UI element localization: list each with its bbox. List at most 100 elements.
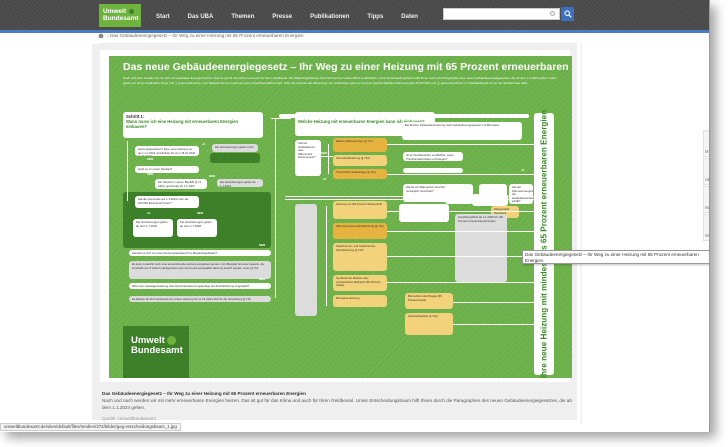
decision-tree-poster[interactable]: Das neue Gebäudeenergiegesetz – Ihr Weg …	[109, 56, 572, 378]
connector	[387, 211, 534, 212]
no-label: NEIN	[321, 152, 328, 155]
side-tab[interactable]: M	[703, 130, 709, 157]
no-label: NEIN	[259, 244, 266, 247]
info-box	[295, 204, 317, 316]
breadcrumb-current: Das Gebäudeenergiegesetz – Ihr Weg zu ei…	[110, 33, 304, 38]
connector	[453, 324, 534, 325]
nav-accent-line	[0, 30, 709, 33]
connector	[328, 144, 329, 174]
nav-das-uba[interactable]: Das UBA	[187, 14, 214, 20]
connector	[285, 196, 535, 197]
image-tooltip: Das Gebäudeenergiegesetz – Ihr Weg zu ei…	[522, 250, 709, 264]
breadcrumb-separator: ›	[107, 33, 109, 38]
decision-box: Hat die Gemeinde am 1.1.2024 mehr als 10…	[135, 196, 199, 208]
logo-mark-icon	[128, 8, 134, 14]
breadcrumb: › Das Gebäudeenergiegesetz – Ihr Weg zu …	[98, 31, 578, 41]
option-box: Stromdirektheizung (§ 71d)	[333, 155, 387, 166]
image-frame[interactable]: Das neue Gebäudeenergiegesetz – Ihr Weg …	[100, 50, 572, 382]
connector	[387, 282, 534, 283]
vertical-banner-text: Ihre neue Heizung mit mindestens 65 Proz…	[539, 109, 549, 378]
connector	[387, 144, 534, 145]
poster-logo-line2: Bundesamt	[131, 345, 183, 357]
side-tab[interactable]: Wa	[703, 214, 709, 241]
decision-box	[399, 204, 449, 222]
poster-logo: Umwelt Bundesamt	[123, 326, 189, 378]
nav-presse[interactable]: Presse	[272, 14, 293, 20]
option-box: Holz/Holzpellets (§ 71g)	[405, 313, 453, 335]
decision-box	[403, 168, 463, 173]
option-box: Elektro-Wärmepumpe (§ 71c)	[333, 138, 387, 152]
logo-mark-icon	[167, 336, 177, 345]
info-box: Anschlusspflicht ab 1.1.2045 für 100 Pro…	[455, 214, 507, 282]
nav-publikationen[interactable]: Publikationen	[310, 14, 350, 20]
search-button[interactable]	[561, 7, 574, 21]
home-icon[interactable]	[98, 33, 104, 39]
nav-start[interactable]: Start	[156, 14, 170, 20]
result-box: Die Anforderungen gelten ab 1.1.2024	[217, 179, 263, 187]
logo-line1: Umwelt	[103, 8, 127, 15]
option-box: Biomasse-Heizung	[333, 295, 387, 307]
figure-card: Das neue Gebäudeenergiegesetz – Ihr Weg …	[92, 44, 577, 420]
site-logo[interactable]: Umwelt Bundesamt	[99, 4, 141, 27]
decision-box	[472, 194, 508, 206]
result-box: Es bleiben ab dem Austausch der ersten H…	[129, 296, 271, 302]
connector	[275, 118, 276, 298]
step1-heading: Schritt 1: Wann muss ich eine Heizung mi…	[123, 112, 263, 138]
yes-label: JA	[323, 178, 327, 181]
no-label: NEIN	[147, 173, 154, 176]
decision-box: Handelt es sich um einen Heizungsaustaus…	[129, 250, 271, 256]
status-bar-url: umweltbundesamt.de/sites/default/files/m…	[0, 423, 181, 431]
spacer	[279, 114, 529, 118]
main-nav: Start Das UBA Themen Presse Publikatione…	[156, 14, 436, 20]
option-box: Thermische Solaranlage (§ 71e)	[333, 169, 387, 179]
caption-text: Nach und nach werden wir mit mehr erneue…	[102, 398, 572, 410]
spacer	[455, 272, 507, 276]
decision-box: Ist ein Netzbetreiber verpflichtet, eine…	[403, 152, 463, 161]
connector	[387, 231, 534, 232]
nav-daten[interactable]: Daten	[401, 14, 418, 20]
poster-intro: Nach und nach werden wir mit mehr erneue…	[123, 76, 557, 85]
yes-label: JA	[147, 212, 151, 215]
divider	[98, 43, 578, 44]
connector	[387, 256, 534, 257]
decision-box: Wird eine Gasetagenheizung oder Einzelra…	[129, 283, 271, 289]
poster-title: Das neue Gebäudeenergiegesetz – Ihr Weg …	[123, 61, 572, 73]
connector	[326, 206, 327, 306]
no-label: NEIN	[209, 175, 216, 178]
step2-question: Welche Heizung mit erneuerbaren Energien…	[298, 119, 425, 124]
poster-logo-line1: Umwelt	[131, 335, 165, 347]
no-label: NEIN	[259, 278, 266, 281]
decision-box	[445, 184, 473, 204]
connector	[285, 199, 535, 200]
search-input[interactable]	[443, 8, 560, 20]
content-gutter	[580, 44, 582, 424]
decision-box: Heizungsaustausch: Eine neue Heizung vor…	[135, 146, 199, 156]
option-box: Solarthermie- und Solarthermie-Hybridhei…	[333, 243, 387, 271]
note-box: Bei Einbau: Mindestanforderung nach Gebä…	[402, 122, 522, 140]
clear-search-icon[interactable]	[550, 11, 555, 16]
no-label: NEIN	[147, 158, 154, 161]
side-tab[interactable]: UB	[703, 158, 709, 185]
decision-box: Soll ein Gebäudenetz oder Wärmenetz Heiz…	[295, 140, 321, 176]
option-box: Biomethan oder Biogas (65 Prozent Anteil…	[405, 293, 453, 309]
option-box: Heizung mit 100 Prozent Wasserstoff	[333, 201, 387, 219]
connector	[321, 156, 333, 157]
decision-box: Geht es um einen Neubau?	[135, 166, 199, 173]
side-tab[interactable]: Ne	[703, 186, 709, 213]
browser-window: Umwelt Bundesamt Start Das UBA Themen Pr…	[0, 0, 710, 432]
decision-box: Ein Neubau in einem Baufeld (§ 71 GEG) g…	[155, 179, 207, 189]
nav-tipps[interactable]: Tipps	[367, 14, 384, 20]
result-box: Die Anforderungen gelten nicht	[212, 144, 258, 152]
option-box: Wärmepumpen-Hybridheizung (§ 71h)	[333, 223, 387, 239]
result-box: Die Anforderungen gelten ab dem 1.7.2028	[177, 219, 217, 237]
nav-themen[interactable]: Themen	[231, 14, 255, 20]
logo-line2: Bundesamt	[103, 15, 139, 22]
connector	[453, 302, 534, 303]
step1-question: Wann muss ich eine Heizung mit erneuerba…	[126, 119, 239, 129]
connector	[271, 118, 291, 119]
no-label: NEIN	[197, 212, 204, 215]
spacer	[491, 222, 497, 226]
result-box: Die Anforderungen gelten ab dem 1.7.2026	[133, 219, 173, 237]
side-tabs: M UB Ne Wa	[703, 130, 709, 242]
